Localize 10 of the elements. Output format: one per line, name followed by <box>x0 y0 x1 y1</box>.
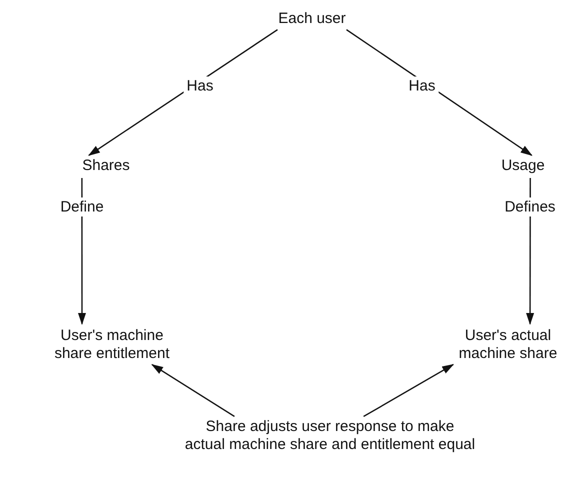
arrow <box>88 29 278 156</box>
node-label: User's actual machine share <box>458 327 558 363</box>
arrow <box>346 29 533 156</box>
node-label: Usage <box>500 157 546 175</box>
arrow <box>363 364 454 418</box>
arrow <box>151 364 235 417</box>
node-label: User's machine share entitlement <box>53 327 171 363</box>
node-label: Each user <box>277 10 347 28</box>
node-label: Shares <box>81 157 131 175</box>
node-label: Share adjusts user response to make actual machine share and entitlement equal <box>184 418 476 454</box>
